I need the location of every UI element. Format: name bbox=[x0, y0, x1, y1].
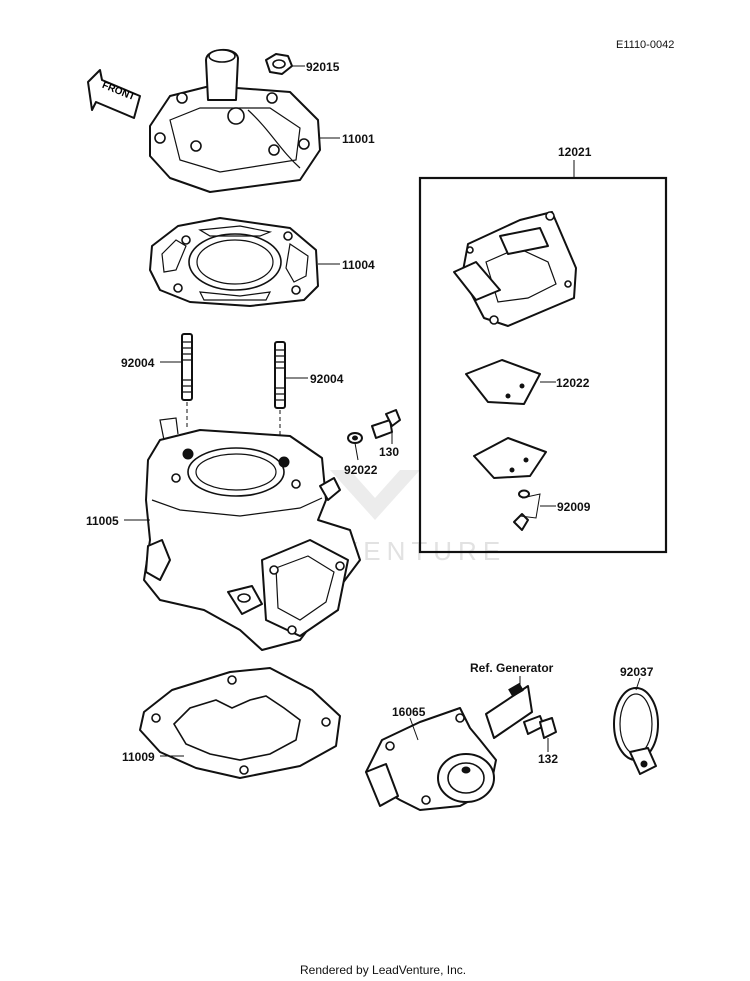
reed-stopper bbox=[473, 437, 547, 479]
label-16065: 16065 bbox=[392, 705, 426, 719]
label-92037: 92037 bbox=[620, 665, 654, 679]
label-11009: 11009 bbox=[122, 750, 155, 764]
label-92009: 92009 bbox=[557, 500, 591, 514]
label-92015: 92015 bbox=[306, 60, 340, 74]
washer bbox=[347, 432, 363, 444]
label-11001: 11001 bbox=[342, 132, 375, 146]
cylinder bbox=[143, 417, 361, 651]
label-132: 132 bbox=[538, 752, 558, 766]
ref-generator-bracket bbox=[485, 682, 533, 739]
label-12021: 12021 bbox=[558, 145, 592, 159]
reed-plate bbox=[465, 359, 541, 405]
cylinder-head-nut bbox=[265, 53, 293, 75]
diagram-code: E1110-0042 bbox=[616, 39, 674, 51]
label-92022: 92022 bbox=[344, 463, 378, 477]
front-arrow-icon: FRONT bbox=[87, 69, 141, 119]
head-gasket bbox=[149, 217, 319, 307]
label-130: 130 bbox=[379, 445, 399, 459]
label-ref-generator: Ref. Generator bbox=[470, 661, 554, 675]
base-gasket bbox=[139, 667, 341, 779]
label-92004-right: 92004 bbox=[310, 372, 344, 386]
cylinder-head bbox=[149, 49, 321, 193]
label-12022: 12022 bbox=[556, 376, 590, 390]
label-11004: 11004 bbox=[342, 258, 375, 272]
stud-left bbox=[181, 333, 193, 401]
hose-clamp bbox=[613, 687, 659, 775]
bolt-132 bbox=[523, 715, 557, 739]
reed-valve-box bbox=[418, 176, 668, 554]
bolt-130 bbox=[371, 409, 401, 439]
reed-valve-assembly bbox=[453, 211, 577, 327]
screw-92009 bbox=[513, 489, 530, 531]
label-92004-left: 92004 bbox=[121, 356, 155, 370]
footer-credit: Rendered by LeadVenture, Inc. bbox=[300, 963, 466, 977]
stud-right bbox=[274, 341, 286, 409]
label-11005: 11005 bbox=[86, 514, 119, 528]
carburetor-holder bbox=[365, 707, 497, 811]
